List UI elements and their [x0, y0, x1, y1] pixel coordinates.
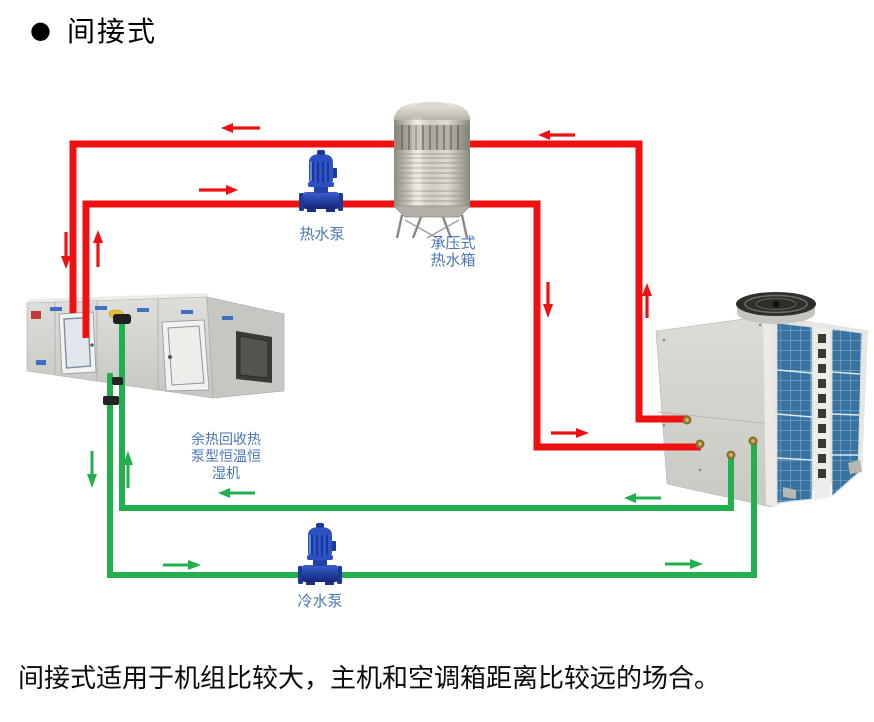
ahu-label-line3: 湿机 [212, 466, 240, 482]
cold-water-pump-label: 冷水泵 [297, 592, 342, 610]
arrow-up-icon [642, 283, 652, 318]
chilled-return-pipe [107, 373, 757, 578]
arrow-right-icon [199, 185, 238, 195]
ahu-label-line1: 余热回收热 [191, 431, 261, 448]
cold-water-pump [297, 522, 343, 586]
hot-supply-pipe [69, 140, 687, 423]
tank-stand [395, 214, 469, 239]
section-title: 间接式 [66, 17, 157, 48]
arrow-right-icon [665, 559, 703, 569]
brass-fitting [726, 450, 736, 460]
hot-water-pipes [69, 140, 701, 451]
arrow-right-icon [551, 428, 589, 438]
arrow-left-icon [218, 488, 255, 498]
hot-water-pump-label: 热水泵 [299, 225, 344, 243]
section-heading: ● 间接式 [30, 10, 157, 50]
ahu-valves [103, 314, 131, 405]
arrow-right-icon [163, 560, 201, 570]
chilled-supply-pipe [119, 318, 734, 511]
arrow-left-icon [221, 123, 260, 133]
ahu-blue-stickers [36, 306, 233, 365]
bullet-icon: ● [30, 16, 51, 44]
chilled-water-pipes [107, 318, 757, 578]
arrow-left-icon [538, 130, 575, 140]
heat-pump-coil-left [776, 322, 813, 504]
arrow-down-icon [61, 232, 71, 269]
tank-label-line1: 承压式 [430, 234, 475, 252]
heat-pump-unit [655, 292, 872, 508]
hot-water-tank [393, 101, 471, 239]
arrow-left-icon [624, 493, 661, 503]
brass-fitting [748, 436, 758, 446]
arrow-down-icon [543, 282, 553, 318]
ahu-label-line2: 泵型恒温恒 [191, 449, 261, 465]
hot-return-pipe [82, 200, 701, 451]
arrow-down-icon [87, 451, 97, 488]
hot-flow-arrows [61, 123, 652, 438]
brass-fitting [682, 415, 692, 425]
tank-label-line2: 热水箱 [430, 251, 475, 269]
brass-fitting [695, 439, 705, 449]
fan-icon [736, 292, 816, 324]
hot-water-pump [298, 149, 344, 213]
arrow-up-icon [123, 451, 133, 488]
chilled-flow-arrows [87, 451, 703, 570]
arrow-up-icon [93, 230, 103, 267]
air-handling-unit [26, 293, 285, 399]
ahu-red-sticker [31, 311, 41, 319]
heat-pump-connections [682, 415, 758, 460]
caption: 间接式适用于机组比较大，主机和空调箱距离比较远的场合。 [18, 664, 721, 693]
heat-pump-screws [662, 323, 762, 472]
